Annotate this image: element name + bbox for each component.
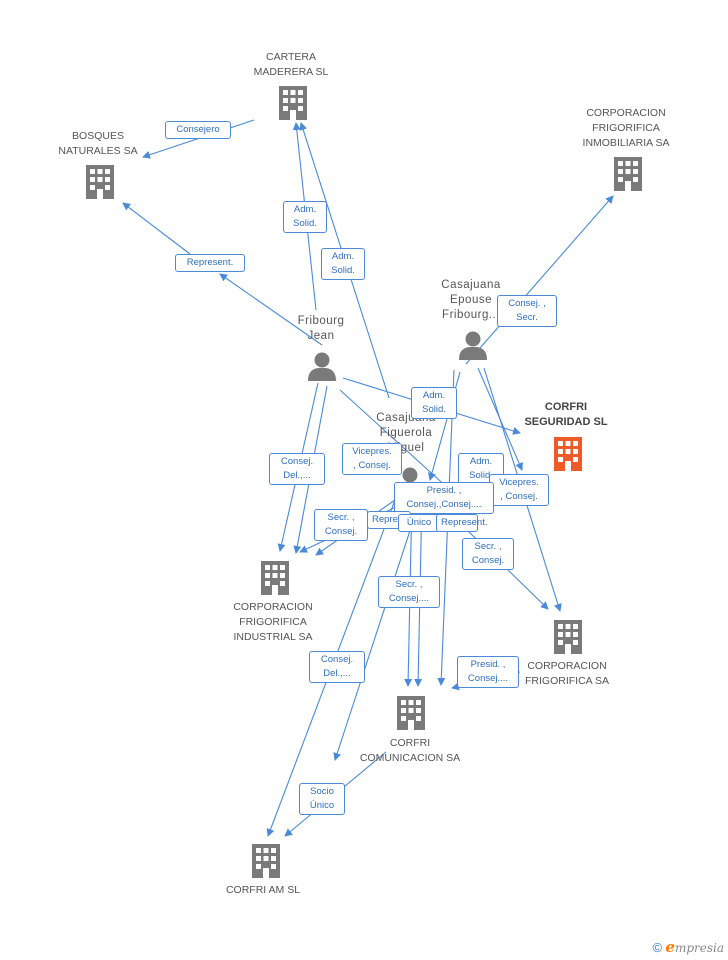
person-icon[interactable] [459,331,487,361]
edge-label[interactable]: Represent. [175,254,245,272]
building-icon[interactable] [261,561,289,595]
edge-label[interactable]: Secr. , Consej.... [378,576,440,608]
node-label-bosques[interactable]: BOSQUES NATURALES SA [58,130,138,157]
edge-line [465,195,614,365]
edge-label[interactable]: Socio Único [299,783,345,815]
node-label-corfri-com[interactable]: CORFRI COMUNICACION SA [359,737,461,764]
edge-label[interactable]: Represent. [436,514,487,532]
building-icon[interactable] [614,157,642,191]
node-label-fribourg[interactable]: Fribourg Jean [297,315,345,342]
edge-label[interactable]: Adm. Solid. [321,248,365,280]
person-icon[interactable] [308,352,336,382]
building-icon[interactable] [554,437,582,471]
building-icon[interactable] [86,165,114,199]
edge-label[interactable]: Consej. Del.,... [309,651,365,683]
edge-label[interactable]: Secr. , Consej. [462,538,514,570]
empresia-logo: empresia [665,938,724,956]
edge-label[interactable]: Secr. , Consej. [314,509,368,541]
edge-label[interactable]: Adm. Solid. [283,201,327,233]
edge-label[interactable]: Adm. Solid. [411,387,457,419]
edge-line [339,389,451,491]
edge-line [122,202,191,255]
node-label-corp-frig[interactable]: CORPORACION FRIGORIFICA SA [524,660,610,687]
node-label-casajuana-ep[interactable]: Casajuana Epouse Fribourg... [441,279,501,321]
edge-label[interactable]: Consejero [165,121,231,139]
building-icon[interactable] [252,844,280,878]
building-icon[interactable] [279,86,307,120]
node-label-corfri-seg[interactable]: CORFRI SEGURIDAD SL [524,401,608,428]
edge-line [333,499,421,761]
brand-footer: © empresia [652,938,724,956]
edge-label[interactable]: Consej. , Secr. [497,295,557,327]
edge-label[interactable]: Vicepres. , Consej. [342,443,402,475]
building-icon[interactable] [397,696,425,730]
node-label-cartera[interactable]: CARTERA MADERERA SL [253,51,329,78]
edge-label[interactable]: Único [398,514,440,532]
node-label-corp-inmob[interactable]: CORPORACION FRIGORIFICA INMOBILIARIA SA [582,107,670,149]
building-icon[interactable] [554,620,582,654]
edge-label[interactable]: Vicepres. , Consej. [489,474,549,506]
copyright-icon: © [652,940,663,955]
edge-label[interactable]: Presid. , Consej.... [457,656,519,688]
edge-line [219,273,323,346]
node-label-corp-ind[interactable]: CORPORACION FRIGORIFICA INDUSTRIAL SA [233,601,313,643]
edge-label[interactable]: Consej. Del.,... [269,453,325,485]
edge-label[interactable]: Presid. , Consej.,Consej.... [394,482,494,514]
node-label-corfri-am[interactable]: CORFRI AM SL [225,884,301,896]
